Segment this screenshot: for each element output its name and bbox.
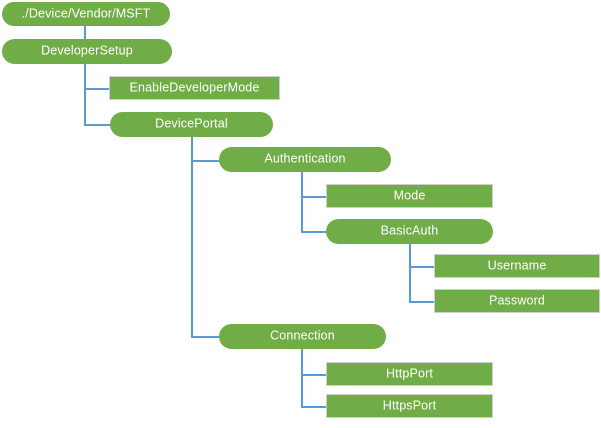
connector-authentication-to-mode (301, 196, 327, 198)
tree-node-authentication[interactable]: Authentication (219, 147, 391, 172)
tree-node-label: DevicePortal (155, 116, 228, 131)
connector-deviceportal-trunk (191, 137, 193, 337)
connector-developersetup-trunk (84, 64, 86, 125)
tree-node-connection[interactable]: Connection (219, 324, 386, 349)
tree-node-label: EnableDeveloperMode (129, 80, 260, 95)
tree-node-developersetup[interactable]: DeveloperSetup (2, 39, 172, 64)
connector-developersetup-to-deviceportal (84, 124, 111, 126)
tree-node-basicauth[interactable]: BasicAuth (326, 219, 493, 244)
tree-node-mode[interactable]: Mode (326, 184, 493, 208)
connector-connection-to-httpsport (301, 406, 327, 408)
tree-node-label: DeveloperSetup (41, 43, 133, 58)
tree-node-deviceportal[interactable]: DevicePortal (110, 112, 273, 137)
tree-node-root[interactable]: ./Device/Vendor/MSFT (2, 2, 170, 26)
tree-node-password[interactable]: Password (434, 289, 600, 313)
connector-connection-to-httpport (301, 374, 327, 376)
connector-basicauth-trunk (409, 244, 411, 302)
connector-developersetup-to-enabledevelopermode (84, 88, 110, 90)
connector-basicauth-to-password (409, 301, 435, 303)
tree-node-httpsport[interactable]: HttpsPort (326, 394, 493, 418)
tree-node-username[interactable]: Username (434, 254, 600, 278)
tree-node-label: Connection (270, 328, 335, 343)
tree-node-enabledevelopermode[interactable]: EnableDeveloperMode (109, 76, 280, 100)
connector-authentication-to-basicauth (301, 231, 327, 233)
connector-deviceportal-to-connection (191, 336, 220, 338)
tree-node-label: Mode (393, 188, 426, 203)
tree-node-label: Username (487, 258, 547, 273)
connector-root-to-developersetup (84, 26, 86, 40)
tree-node-label: BasicAuth (380, 223, 439, 238)
tree-node-label: HttpsPort (382, 398, 437, 413)
tree-node-label: HttpPort (385, 366, 434, 381)
connector-deviceportal-to-authentication (191, 160, 220, 162)
connector-authentication-trunk (301, 172, 303, 232)
tree-node-httpport[interactable]: HttpPort (326, 362, 493, 386)
tree-node-label: Password (488, 293, 546, 308)
connector-basicauth-to-username (409, 266, 435, 268)
tree-node-label: ./Device/Vendor/MSFT (21, 6, 151, 21)
connector-connection-trunk (301, 349, 303, 407)
tree-node-label: Authentication (264, 151, 346, 166)
